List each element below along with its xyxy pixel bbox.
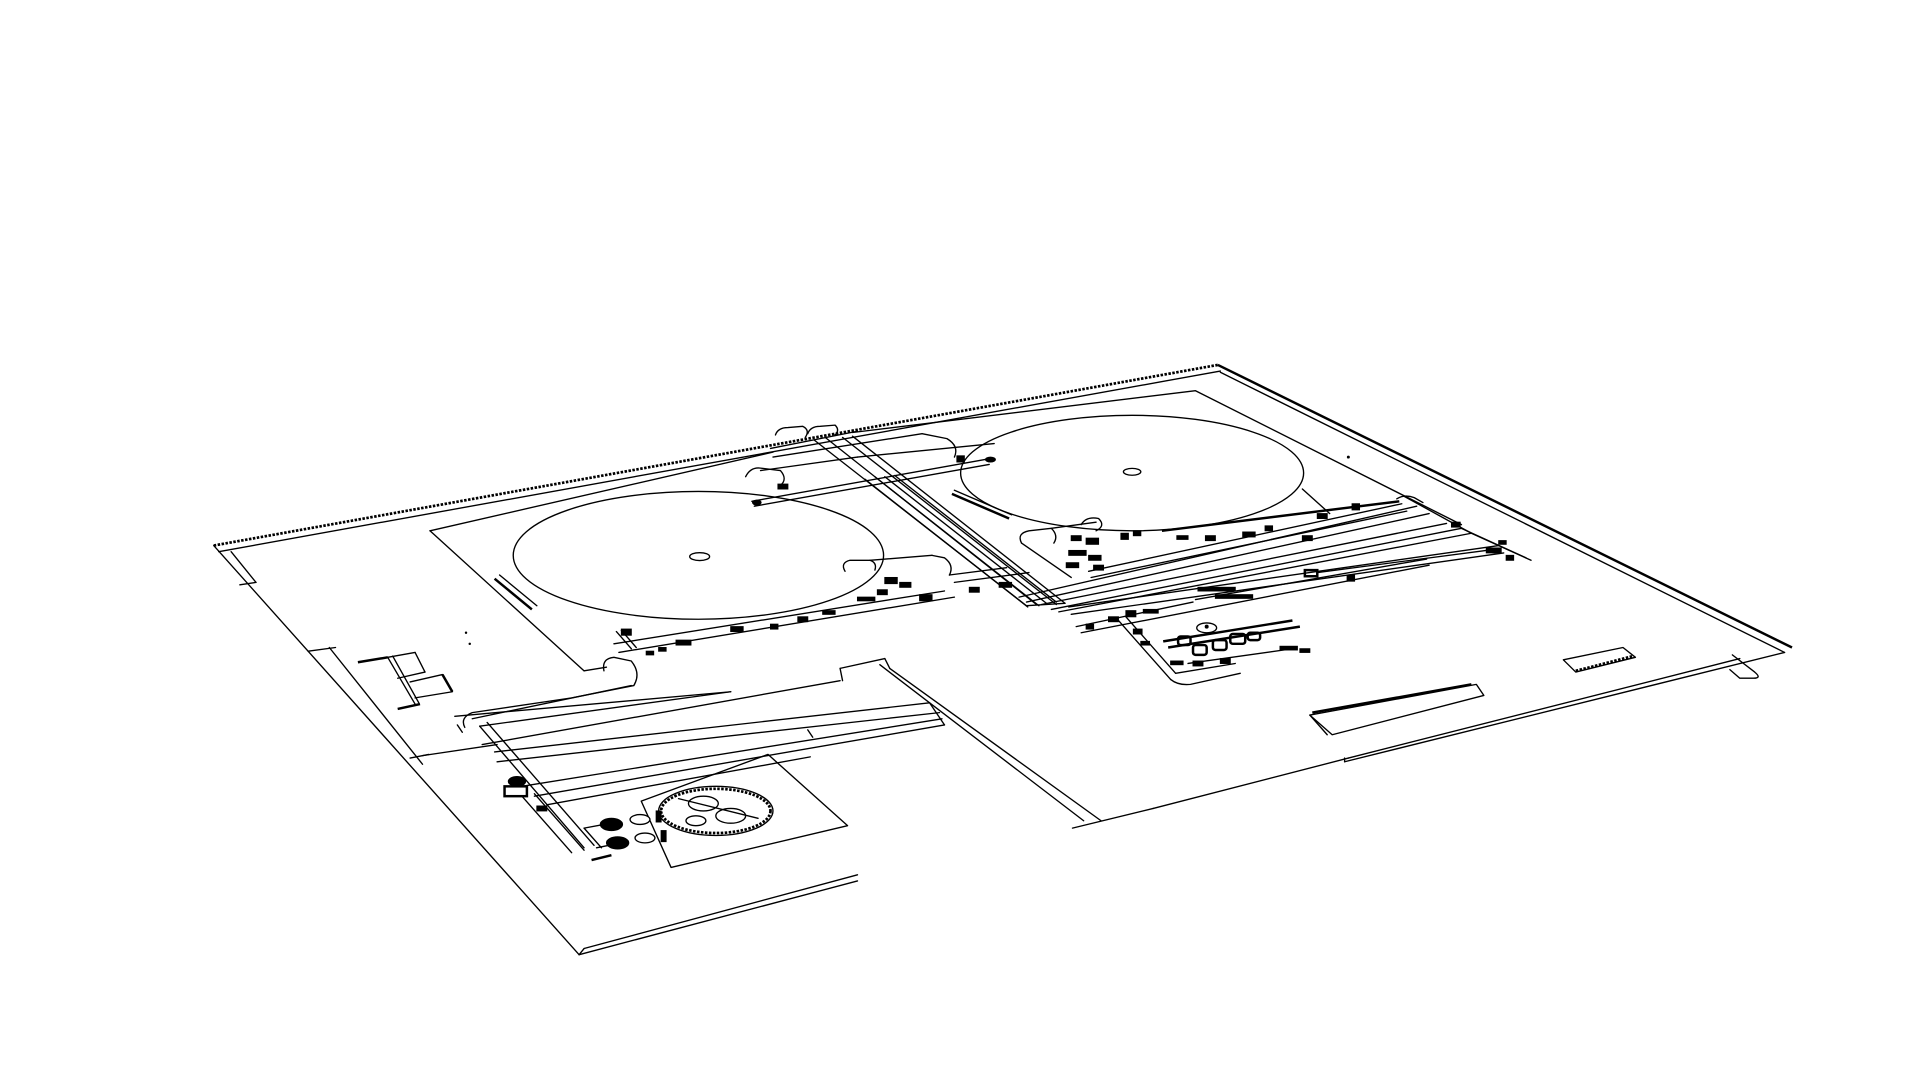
road-south[interactable] — [421, 657, 1102, 849]
rotary-equipment[interactable] — [657, 785, 774, 837]
tank-west[interactable] — [493, 490, 885, 620]
building-small-west[interactable] — [357, 631, 471, 711]
process-unit-south[interactable] — [503, 753, 849, 869]
tank-east-containment — [851, 390, 1463, 526]
tank-east-center-nozzle — [1122, 467, 1142, 476]
pipe-header-west[interactable] — [613, 554, 1030, 656]
pipe-route-southwest[interactable] — [454, 656, 732, 733]
tank-west-center-nozzle — [689, 551, 711, 562]
valve-cluster-west — [620, 576, 1013, 656]
vessel-entry[interactable] — [503, 776, 585, 854]
tank-west-containment — [429, 451, 774, 672]
site-boundary — [213, 363, 1793, 956]
tank-east[interactable] — [951, 414, 1350, 532]
pipe-connector-north[interactable] — [744, 424, 996, 507]
process-unit-east[interactable] — [1075, 549, 1487, 686]
pad-southeast[interactable] — [1309, 683, 1485, 736]
pipe-rack-diagonal[interactable] — [813, 435, 1066, 608]
pipe-rack-east[interactable] — [1018, 488, 1532, 616]
valve-cluster-east[interactable] — [1019, 503, 1408, 579]
pad-east-small[interactable] — [1562, 646, 1637, 673]
pump-pair[interactable] — [583, 810, 667, 862]
